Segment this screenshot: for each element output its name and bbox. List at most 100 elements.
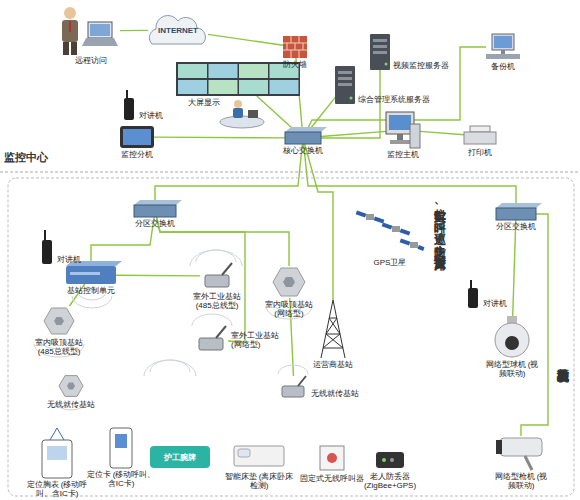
switch-icon [496,208,536,220]
network-link [420,131,464,134]
switch-icon [134,200,182,205]
operator-desk-icon [234,100,242,108]
device-label: 室外工业基站 (485总线型) [187,292,247,310]
control-unit-icon [70,272,100,275]
wireless-waves [34,250,312,410]
device-label: 无线就传基站 [311,389,359,398]
outdoor-antenna-icon [298,376,306,386]
video-wall-icon [178,80,207,94]
tower-icon [329,318,340,334]
bullet-camera-icon [496,440,502,454]
section-label: 实时定位、呼叫、巡更、防走失、离床报警 [433,200,446,248]
outdoor-antenna-icon [282,386,304,397]
tower-icon [326,334,343,348]
dome-camera-icon [495,323,529,357]
network-link [305,144,333,300]
printer-icon [470,126,490,132]
wireless-waves [196,250,236,262]
device-node: 老人防丢器 (ZigBee+GPS) [374,450,406,470]
card-icon [115,434,127,448]
device-label: 室外工业基站 (网络型) [231,331,291,349]
satellite-icon [356,210,367,217]
wristband-icon [150,446,210,468]
network-link [155,144,302,205]
card-icon [110,428,132,468]
ceiling-base-icon [273,268,305,296]
device-label: 网络型枪机 (视频联动) [491,472,551,490]
device-node: 分区交换机 [134,205,176,217]
outdoor-antenna-icon [222,263,232,275]
tower-icon [326,318,337,334]
device-node: 固定式无线呼叫器 [318,444,346,472]
wireless-waves [144,360,196,376]
person-icon [62,7,78,55]
tracker-icon [376,452,404,468]
printer-icon [464,126,496,144]
caller-icon [320,446,344,470]
tablet-icon [123,129,151,145]
device-label: 老人防丢器 (ZigBee+GPS) [354,472,426,490]
device-node: 备份机 [486,34,520,60]
server-icon [373,45,387,48]
device-node: 核心交换机 [285,132,321,144]
satellite-icon [417,245,424,251]
walkie-talkie-icon [124,98,134,120]
section-label: 监控中心 [4,151,48,163]
device-node: 室内吸顶基站 (485总线型) [42,306,76,336]
badge-icon [42,440,72,478]
device-label: 室内吸顶基站 (485总线型) [28,338,90,356]
satellite-icon [400,238,411,245]
satellite-icon [374,216,385,223]
server-icon [373,51,387,54]
firewall-icon [303,43,304,50]
device-label: 对讲机 [57,255,81,264]
network-link [156,217,289,266]
outdoor-antenna-icon [199,338,223,350]
laptop-icon [88,22,112,38]
tablet-icon [120,126,154,148]
firewall-icon [291,50,292,58]
backup-computer-icon [492,34,514,50]
bullet-camera-icon [496,438,542,470]
network-link [154,136,285,138]
backup-computer-icon [486,34,520,59]
tower-icon [333,300,345,358]
host-computer-icon [389,115,411,130]
device-label: 基站控制单元 [61,286,121,295]
walkie-talkie-icon [44,230,46,241]
tablet-icon [120,126,154,148]
firewall-icon [295,43,296,50]
device-node: 基站控制单元 [66,266,116,284]
network-link [116,274,200,276]
laptop-icon [82,22,118,46]
network-link [308,98,335,132]
ceiling-base-icon [44,308,74,334]
device-label: 分区交换机 [125,219,185,228]
switch-icon [134,205,176,217]
host-computer-icon [386,112,420,148]
zone-divider [8,178,574,496]
device-node: 运营商基站 [320,300,346,358]
network-link [156,217,245,342]
zone-divider [0,172,580,173]
video-wall-icon [239,64,268,78]
operator-desk-icon [248,110,258,118]
person-icon [69,21,71,32]
switch-icon [285,132,321,144]
network-link [208,34,283,45]
video-wall-icon [176,62,300,96]
switch-icon [496,203,542,208]
device-label: 监控分机 [112,150,162,159]
laptop-icon [82,38,118,46]
device-label: 无线就传基站 [41,400,101,409]
device-label: 网络型球机 (视频联动) [482,360,542,378]
walkie-talkie-icon [126,90,128,99]
device-label: 运营商基站 [308,360,358,369]
backup-computer-icon [501,50,505,54]
tower-icon [323,348,343,349]
device-node: 防火墙 [283,36,307,58]
wireless-waves [150,360,190,372]
satellite-icon [392,226,400,232]
